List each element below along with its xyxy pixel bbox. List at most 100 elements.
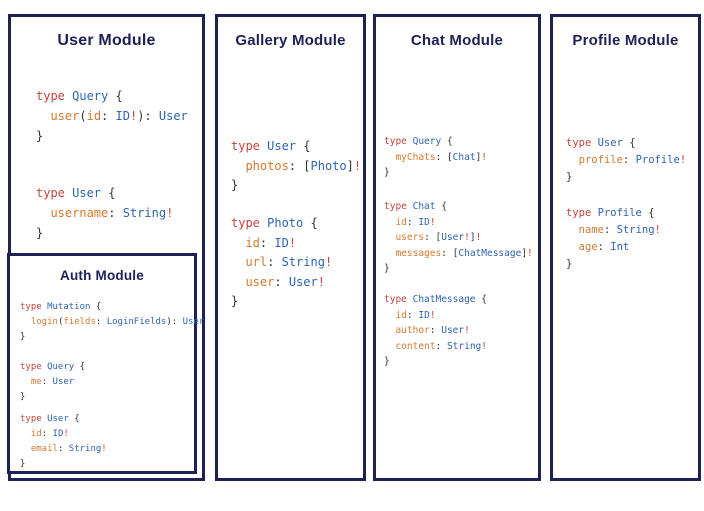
token-p xyxy=(384,310,395,321)
code-block: type User { username: String!} xyxy=(36,183,173,243)
token-p: : xyxy=(57,444,69,454)
token-p: } xyxy=(231,294,239,308)
token-t: Profile xyxy=(635,154,680,166)
token-k: type xyxy=(384,201,413,212)
code-line: type Query { xyxy=(384,134,487,150)
token-k: ! xyxy=(527,247,533,259)
code-line: myChats: [Chat]! xyxy=(384,150,487,166)
code-line: age: Int xyxy=(566,239,661,256)
panel-title-user-module: User Module xyxy=(57,32,156,49)
token-f: myChats xyxy=(395,151,436,163)
token-k: type xyxy=(20,362,48,372)
token-t: String xyxy=(68,444,102,454)
token-t: Photo xyxy=(310,158,347,173)
token-k: ! xyxy=(317,274,325,289)
token-p: : xyxy=(108,206,123,220)
token-p xyxy=(36,109,50,123)
code-line: } xyxy=(36,223,173,243)
token-k: ! xyxy=(353,158,362,173)
token-t: Chat xyxy=(412,201,436,212)
token-t: ID xyxy=(274,235,289,250)
token-f: id xyxy=(395,216,407,228)
token-p: : xyxy=(597,241,611,253)
token-k: ! xyxy=(429,216,436,228)
token-t: ID xyxy=(418,216,430,228)
token-t: User xyxy=(72,186,102,200)
code-line: type Photo { xyxy=(231,214,332,234)
token-f: id xyxy=(395,309,407,321)
code-line: users: [User!]! xyxy=(384,230,533,246)
token-p xyxy=(566,224,579,236)
token-p: } xyxy=(20,392,26,402)
token-p: } xyxy=(566,258,573,270)
token-p: : xyxy=(406,309,419,321)
token-k: ! xyxy=(63,429,69,439)
token-f: fields xyxy=(63,317,96,327)
token-f: id xyxy=(86,109,102,123)
token-p: : [ xyxy=(435,151,453,163)
token-t: Photo xyxy=(267,216,304,230)
panel-chat-module: Chat Module type Query { myChats: [Chat]… xyxy=(373,14,541,481)
token-p xyxy=(36,206,50,220)
code-line: type Query { xyxy=(36,86,188,106)
code-line: type Chat { xyxy=(384,199,533,215)
code-line: } xyxy=(20,457,107,472)
code-block: type User { profile: Profile!} xyxy=(566,135,686,186)
code-line: type User { xyxy=(566,135,686,152)
token-t: Mutation xyxy=(47,302,91,312)
token-p: { xyxy=(68,414,80,424)
token-f: messages xyxy=(395,247,442,259)
code-line: messages: [ChatMessage]! xyxy=(384,246,533,262)
token-f: content xyxy=(395,340,436,352)
token-f: id xyxy=(245,235,260,250)
token-k: ! xyxy=(481,340,488,352)
token-p xyxy=(20,429,31,439)
token-p xyxy=(231,255,245,269)
token-k: type xyxy=(20,302,48,312)
token-p xyxy=(20,317,31,327)
code-block: type User { photos: [Photo]!} xyxy=(231,137,361,196)
code-line: me: User xyxy=(20,375,85,390)
token-t: User xyxy=(441,232,465,243)
token-p: { xyxy=(90,302,102,312)
token-f: login xyxy=(30,317,58,327)
token-t: ID xyxy=(418,309,430,321)
token-p: } xyxy=(384,263,390,274)
token-t: Profile xyxy=(597,207,642,219)
token-t: User xyxy=(441,325,465,336)
token-p xyxy=(231,275,245,289)
token-p: : [ xyxy=(424,232,442,243)
token-k: ! xyxy=(464,232,470,243)
code-block: type ChatMessage { id: ID! author: User!… xyxy=(384,292,487,370)
token-t: User xyxy=(182,317,205,327)
token-p: { xyxy=(441,136,453,147)
token-k: type xyxy=(36,89,73,103)
token-k: type xyxy=(566,207,598,219)
token-p: } xyxy=(36,129,44,143)
token-p: : xyxy=(259,235,275,250)
token-p: } xyxy=(231,178,239,192)
code-line: login(fields: LoginFields): User xyxy=(20,315,204,330)
code-block: type Query { user(id: ID!): User} xyxy=(36,86,188,146)
token-p: ( xyxy=(79,109,87,123)
token-p xyxy=(384,232,395,243)
token-p: { xyxy=(74,362,86,372)
token-p: } xyxy=(20,459,26,469)
token-k: type xyxy=(566,137,598,149)
code-line: photos: [Photo]! xyxy=(231,157,361,177)
code-line: type User { xyxy=(20,412,107,427)
token-f: user xyxy=(50,109,80,123)
code-line: } xyxy=(36,126,188,146)
code-line: } xyxy=(384,165,487,181)
token-k: ! xyxy=(429,309,436,321)
code-line: url: String! xyxy=(231,253,332,273)
token-p: { xyxy=(303,216,318,230)
token-p: { xyxy=(296,139,311,153)
token-p: : xyxy=(603,224,617,236)
token-t: User xyxy=(52,377,75,387)
token-f: name xyxy=(578,224,604,236)
token-t: String xyxy=(122,206,167,220)
code-line: email: String! xyxy=(20,442,107,457)
panel-title-chat-module: Chat Module xyxy=(410,32,504,49)
token-p: : xyxy=(435,340,447,352)
